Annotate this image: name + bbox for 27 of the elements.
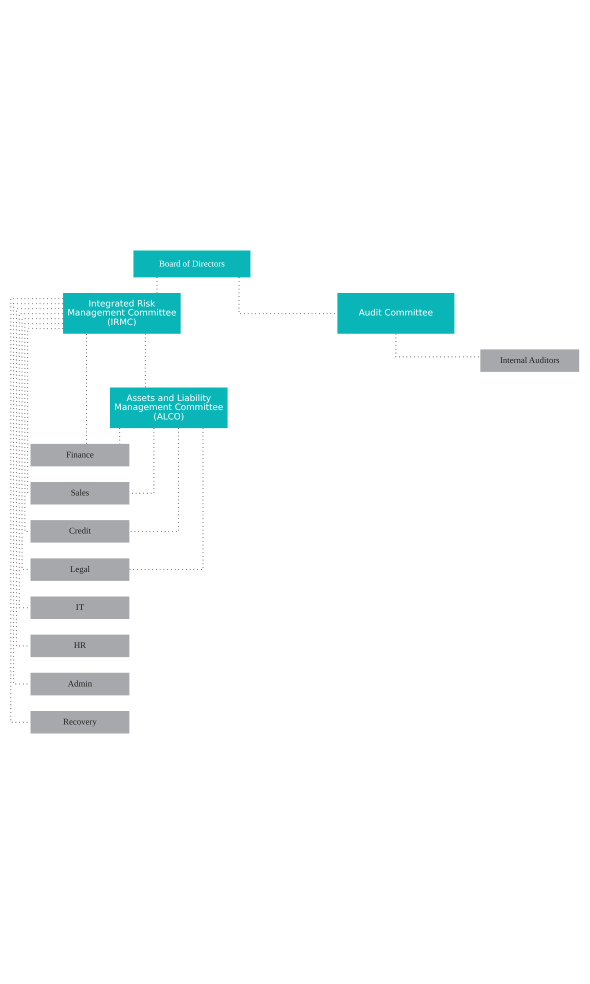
node-box: Internal Auditors bbox=[480, 349, 580, 372]
node-box: Credit bbox=[30, 520, 130, 543]
node-box: Sales bbox=[30, 482, 130, 505]
connector bbox=[129, 428, 179, 532]
node-box: Admin bbox=[30, 672, 130, 696]
node-box: Board of Directors bbox=[133, 250, 250, 278]
node-box: Finance bbox=[30, 444, 130, 466]
connector bbox=[129, 428, 154, 494]
connector bbox=[13, 303, 64, 685]
node-box: Integrated Risk Management Committee (IRMC) bbox=[63, 293, 181, 334]
connector bbox=[27, 328, 64, 494]
connector bbox=[129, 428, 204, 570]
node-box: Assets and Liability Management Committee (ALCO) bbox=[110, 388, 228, 428]
connector bbox=[144, 333, 146, 388]
connector bbox=[16, 308, 64, 646]
connector bbox=[10, 298, 64, 723]
connector bbox=[86, 334, 87, 444]
connector bbox=[238, 277, 338, 314]
node-box: Recovery bbox=[30, 710, 130, 734]
connector bbox=[24, 323, 64, 532]
connector bbox=[22, 318, 64, 570]
node-box: IT bbox=[30, 596, 130, 619]
node-box: Legal bbox=[30, 558, 130, 581]
node-box: Audit Committee bbox=[337, 293, 454, 334]
connector bbox=[18, 313, 64, 608]
node-box: HR bbox=[30, 634, 130, 658]
connector bbox=[395, 333, 481, 358]
